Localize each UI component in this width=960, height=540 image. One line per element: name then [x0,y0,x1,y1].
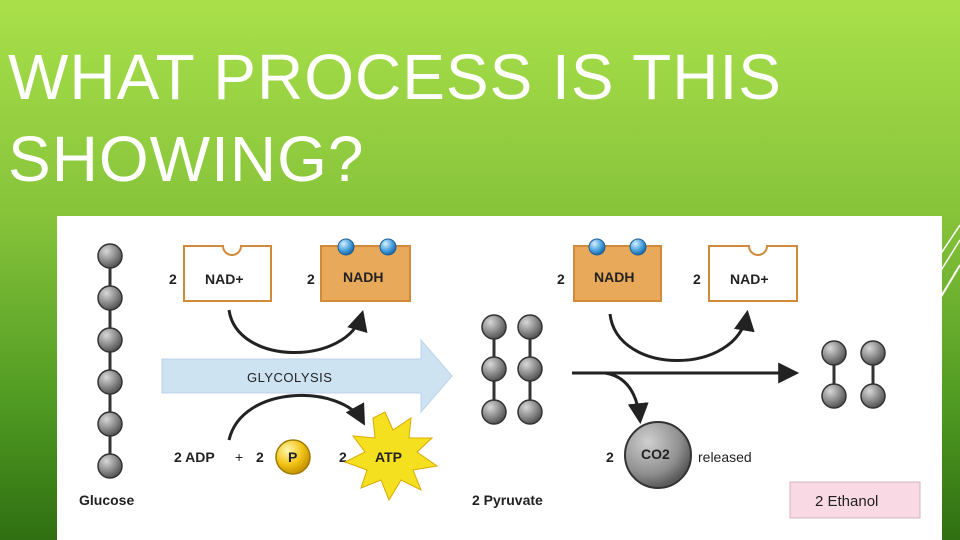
nadh-out-coefficient: 2 [307,271,315,287]
slide-title-line-2: SHOWING? [8,123,365,195]
nad-out-box [708,245,798,302]
pyruvate-molecules [481,314,543,425]
phosphate-label: P [288,449,297,465]
nadh-in-box [573,245,662,302]
nad-out-label: NAD+ [730,271,769,287]
nad-in-label: NAD+ [205,271,244,287]
electron-icon [337,238,355,256]
slide-title: WHAT PROCESS IS THIS SHOWING? [8,36,782,200]
atp-label: ATP [375,449,402,465]
electron-icon [588,238,606,256]
slide-title-line-1: WHAT PROCESS IS THIS [8,41,782,113]
phosphorylation-arrow [227,393,366,441]
glycolysis-label: GLYCOLYSIS [247,370,332,385]
glucose-label: Glucose [79,492,134,508]
nadh-in-label: NADH [594,269,634,285]
nadh-out-box [320,245,411,302]
co2-coefficient: 2 [606,449,614,465]
co2-molecule-icon [624,421,692,489]
glucose-molecule [97,243,123,479]
ethanol-molecules [821,340,886,409]
co2-branch-arrow [604,371,649,425]
nad-out-coefficient: 2 [693,271,701,287]
electron-icon [379,238,397,256]
adp-label: 2 ADP [174,449,215,465]
reduction-arrow [227,309,368,354]
glycolysis-arrow [161,338,453,414]
nadh-in-coefficient: 2 [557,271,565,287]
atp-burst-icon [343,411,439,502]
pyruvate-label: 2 Pyruvate [472,492,543,508]
phosphate-coefficient: 2 [256,449,264,465]
co2-released-label: released [698,449,752,465]
fermentation-diagram: Glucose 2 NAD+ 2 NADH GLYCOLYSIS 2 ADP +… [57,216,942,540]
co2-label: CO2 [641,446,670,462]
nad-in-box [183,245,272,302]
electron-icon [629,238,647,256]
oxidation-arrow [608,309,755,362]
phosphate-icon [275,439,311,475]
atp-coefficient: 2 [339,449,347,465]
ethanol-box [789,481,921,519]
nad-in-coefficient: 2 [169,271,177,287]
ethanol-label: 2 Ethanol [815,493,878,510]
plus-sign: + [235,449,243,465]
nadh-out-label: NADH [343,269,383,285]
